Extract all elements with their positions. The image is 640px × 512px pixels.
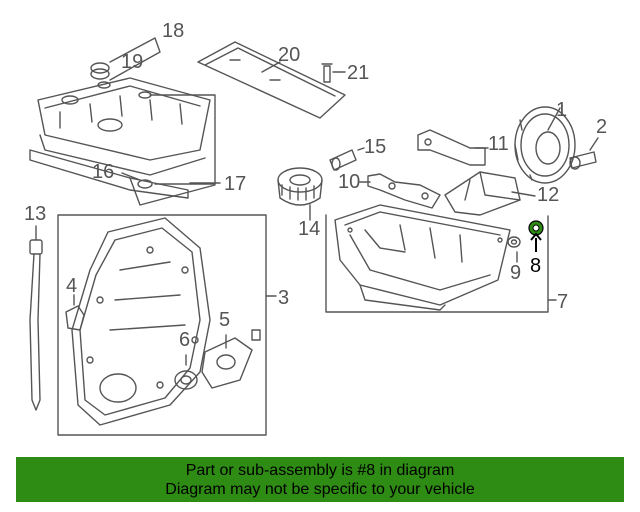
dipstick [29, 239, 43, 411]
leader-18-19 [109, 37, 161, 81]
callout-19: 19 [121, 51, 144, 73]
bracket-7 [325, 214, 549, 313]
notice-line-1: Part or sub-assembly is #8 in diagram [185, 462, 455, 479]
callout-3: 3 [278, 287, 290, 309]
callout-2: 2 [596, 116, 608, 138]
oil-filler-cap [90, 62, 111, 89]
callout-13: 13 [24, 203, 47, 225]
grommet-17 [137, 179, 153, 189]
callout-7: 7 [557, 291, 569, 313]
leader-20 [261, 61, 281, 73]
crank-pulley [514, 106, 576, 184]
washer-9 [507, 236, 521, 248]
leader-2 [589, 137, 599, 151]
bracket-11 [417, 129, 486, 166]
callout-18: 18 [162, 20, 185, 42]
bolt-21 [321, 63, 333, 83]
oil-pump-cover [201, 329, 261, 389]
oil-pan [334, 204, 511, 311]
callout-21: 21 [347, 62, 370, 84]
leader-15 [357, 147, 365, 151]
bracket-3 [57, 214, 267, 436]
grommet-top [138, 91, 152, 99]
pulley-bolt [569, 151, 597, 170]
parts-diagram [29, 37, 599, 436]
callout-15: 15 [364, 136, 387, 158]
baffle-plate [444, 171, 521, 216]
callout-8: 8 [530, 255, 542, 277]
diagram-notice-banner: Part or sub-assembly is #8 in diagram Di… [16, 457, 624, 502]
callout-10: 10 [338, 171, 361, 193]
callout-1: 1 [556, 99, 568, 121]
callout-17: 17 [224, 173, 247, 195]
callout-9: 9 [510, 262, 522, 284]
bracket-17 [149, 94, 216, 185]
callout-6: 6 [179, 329, 191, 351]
oil-filter [277, 167, 323, 206]
callout-5: 5 [219, 309, 231, 331]
valve-cover-gasket [29, 149, 216, 206]
notice-line-2: Diagram may not be specific to your vehi… [165, 481, 475, 498]
leader-16 [121, 172, 141, 181]
leader-12 [511, 191, 536, 197]
ignition-cover-plate [197, 41, 346, 119]
callout-20: 20 [278, 44, 301, 66]
drain-bolt-highlight [528, 220, 544, 252]
timing-chain-cover [71, 217, 211, 426]
gasket-4 [65, 305, 85, 331]
filter-bolt [329, 149, 357, 171]
oil-seal [174, 370, 198, 390]
valve-cover [37, 77, 211, 176]
callout-16: 16 [92, 161, 115, 183]
leader-1 [547, 107, 561, 131]
gasket-10 [367, 173, 441, 209]
callout-11: 11 [488, 133, 509, 155]
callout-12: 12 [537, 184, 560, 206]
callout-4: 4 [66, 275, 78, 297]
callout-14: 14 [298, 218, 321, 240]
